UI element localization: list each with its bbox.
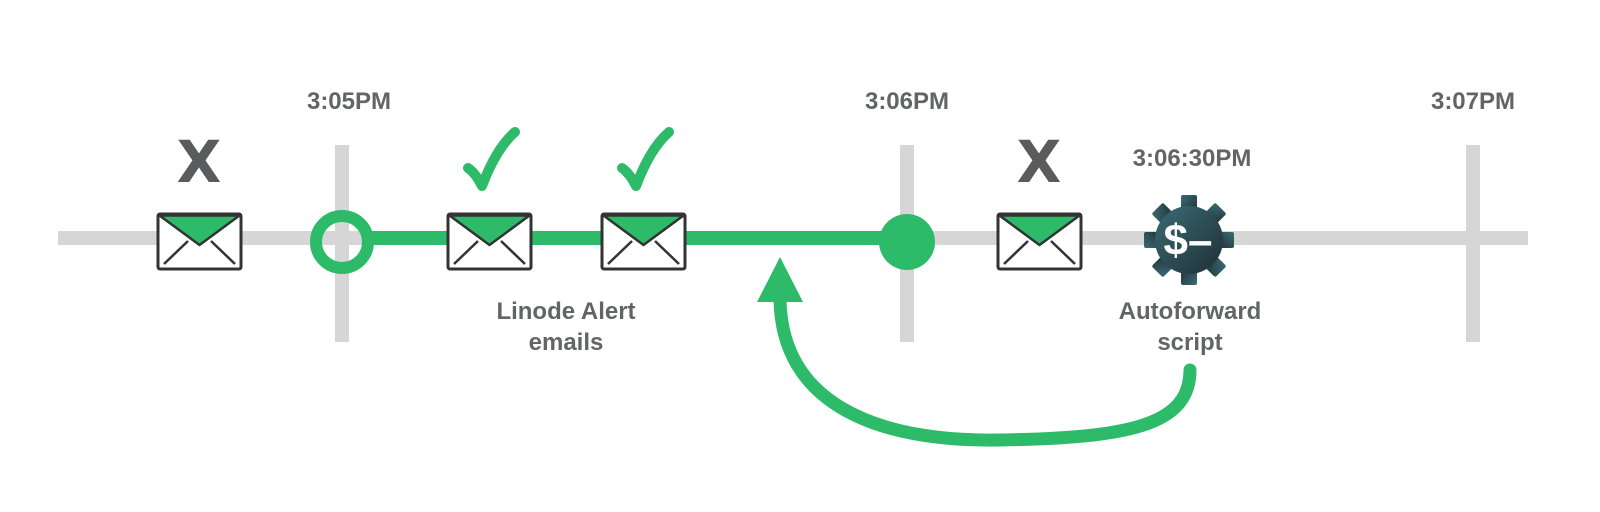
time-label-307: 3:07PM [1431, 88, 1515, 115]
time-label-306: 3:06PM [865, 88, 949, 115]
email-envelope-3 [600, 212, 687, 271]
time-label-30630: 3:06:30PM [1133, 145, 1252, 172]
alerts-caption-line2: emails [529, 329, 604, 356]
rejected-x-icon-1: X [177, 128, 222, 196]
window-start-marker [310, 210, 374, 274]
forward-arrow-path [773, 293, 1197, 447]
time-label-305: 3:05PM [307, 88, 391, 115]
tick-305 [335, 145, 349, 342]
check-icon-2 [617, 127, 674, 191]
email-envelope-2 [446, 212, 533, 271]
script-caption-line2: script [1157, 329, 1222, 356]
forward-arrow-head [757, 257, 803, 302]
window-end-marker [879, 214, 935, 270]
rejected-x-icon-2: X [1017, 128, 1062, 196]
email-envelope-4 [996, 212, 1083, 271]
gear-icon: $– [1144, 195, 1234, 285]
script-symbol: $– [1164, 216, 1213, 265]
email-envelope-1 [156, 212, 243, 271]
script-caption-line1: Autoforward [1119, 298, 1262, 325]
alerts-caption-line1: Linode Alert [496, 298, 635, 325]
tick-307 [1466, 145, 1480, 342]
check-icon-1 [463, 127, 520, 191]
